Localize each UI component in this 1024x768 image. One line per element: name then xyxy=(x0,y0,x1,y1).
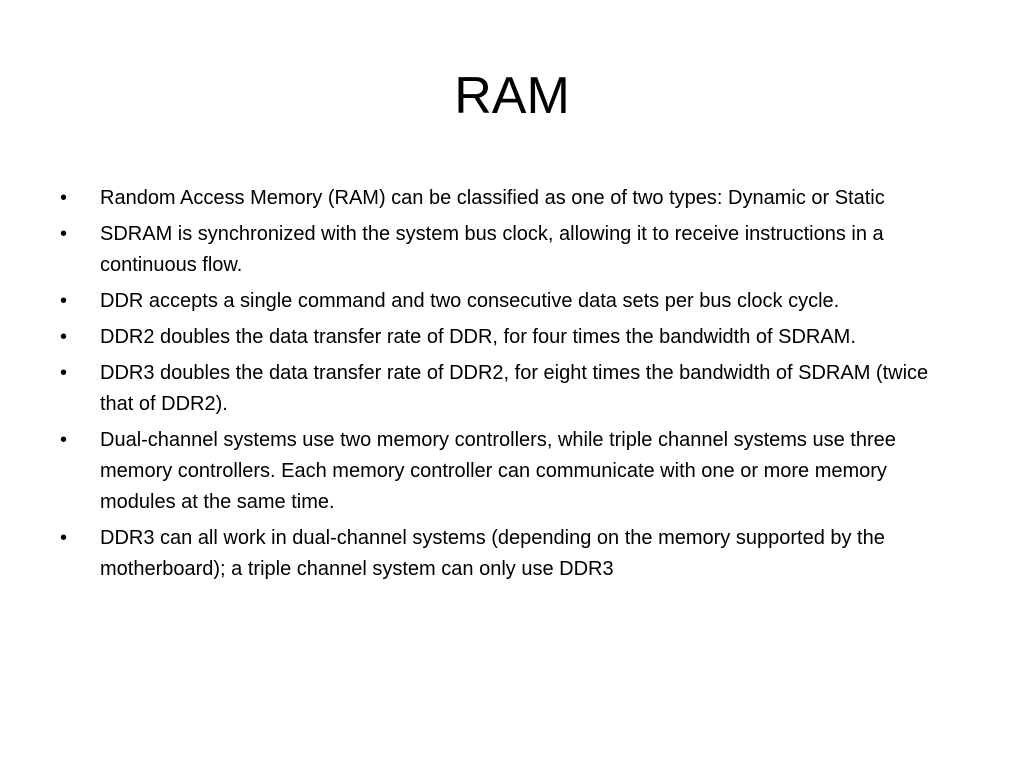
bullet-text: Random Access Memory (RAM) can be classi… xyxy=(100,187,885,209)
bullet-dot-icon: • xyxy=(60,527,68,549)
slide-title: RAM xyxy=(454,67,570,125)
bullet-dot-icon: • xyxy=(60,223,68,245)
bullet-item-1: • Random Access Memory (RAM) can be clas… xyxy=(60,183,965,214)
bullet-dot-icon: • xyxy=(60,362,68,384)
bullet-item-5: • DDR3 doubles the data transfer rate of… xyxy=(60,358,965,420)
bullet-text: Dual-channel systems use two memory cont… xyxy=(100,429,896,513)
bullet-item-7: • DDR3 can all work in dual-channel syst… xyxy=(60,523,965,585)
bullet-item-3: • DDR accepts a single command and two c… xyxy=(60,286,965,317)
bullet-list: • Random Access Memory (RAM) can be clas… xyxy=(60,183,965,590)
bullet-dot-icon: • xyxy=(60,290,68,312)
bullet-dot-icon: • xyxy=(60,429,68,451)
bullet-text: DDR3 doubles the data transfer rate of D… xyxy=(100,362,929,415)
bullet-dot-icon: • xyxy=(60,187,68,209)
bullet-item-4: • DDR2 doubles the data transfer rate of… xyxy=(60,322,965,353)
bullet-text: DDR3 can all work in dual-channel system… xyxy=(100,527,885,580)
bullet-dot-icon: • xyxy=(60,326,68,348)
bullet-text: SDRAM is synchronized with the system bu… xyxy=(100,223,884,276)
bullet-item-6: • Dual-channel systems use two memory co… xyxy=(60,425,965,518)
bullet-item-2: • SDRAM is synchronized with the system … xyxy=(60,219,965,281)
bullet-text: DDR2 doubles the data transfer rate of D… xyxy=(100,326,856,348)
bullet-text: DDR accepts a single command and two con… xyxy=(100,290,840,312)
